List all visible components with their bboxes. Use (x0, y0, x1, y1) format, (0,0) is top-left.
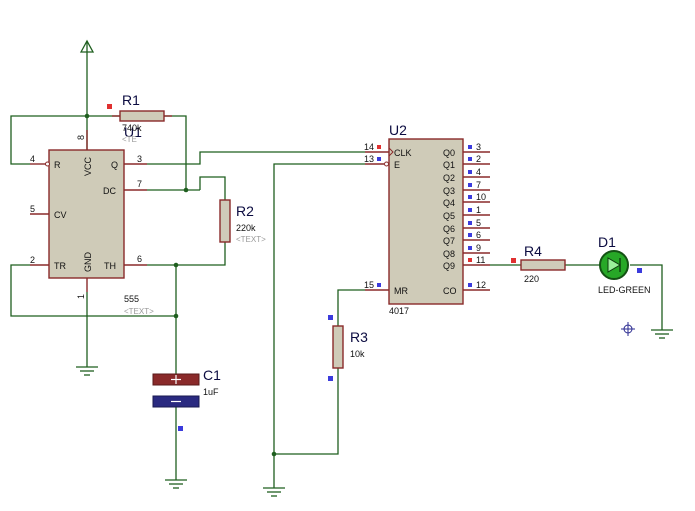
r4-value-label: 220 (524, 274, 539, 284)
u2-pin-q2-label: Q2 (443, 173, 455, 183)
u2-right-pins (463, 145, 490, 291)
u2-pin-q8-label: Q8 (443, 249, 455, 259)
u1-pin-number-3: 3 (137, 154, 142, 164)
u2-pin-q9-label: Q9 (443, 261, 455, 271)
u1-pin-number-8: 8 (76, 135, 86, 140)
r4-resistor[interactable]: R4 220 (511, 243, 566, 284)
c1-ref-label: C1 (203, 367, 221, 383)
u2-pin-q0-label: Q0 (443, 148, 455, 158)
ground-icon (263, 487, 285, 497)
u2-pin-number-11: 11 (476, 255, 485, 265)
u1-pin-number-1: 1 (76, 294, 86, 299)
r1-text-placeholder: <TE (122, 135, 137, 144)
u1-pin-cv-label: CV (54, 210, 67, 220)
u2-pin-clk-label: CLK (394, 148, 412, 158)
u1-pin-number-5: 5 (30, 204, 35, 214)
d1-led[interactable]: D1 LED-GREEN (598, 234, 651, 295)
u1-pin-dc-label: DC (103, 186, 116, 196)
u2-pin-number-10: 10 (476, 192, 486, 202)
u2-ref-label: U2 (389, 122, 407, 138)
u2-pin-e-label: E (394, 160, 400, 170)
u2-pin-number-14: 14 (364, 142, 374, 152)
u2-pin-number-6: 6 (476, 230, 481, 240)
u2-pin-q4-label: Q4 (443, 198, 455, 208)
u2-pin-mr-label: MR (394, 286, 408, 296)
u1-text-placeholder: <TEXT> (124, 307, 154, 316)
u2-pin-number-9: 9 (476, 243, 481, 253)
u2-pin-number-3: 3 (476, 142, 481, 152)
c1-capacitor[interactable]: C1 1uF (152, 367, 221, 431)
u2-pin-number-4: 4 (476, 167, 481, 177)
junction-dots (84, 113, 277, 457)
r3-ref-label: R3 (350, 329, 368, 345)
ground-icon (165, 479, 187, 489)
ground-icon (76, 366, 98, 376)
u1-pin-number-4: 4 (30, 154, 35, 164)
r4-ref-label: R4 (524, 243, 542, 259)
r1-resistor[interactable]: R1 740k <TE (107, 92, 172, 144)
u1-pin-vcc-label: VCC (83, 156, 93, 176)
u2-pin-number-15: 15 (364, 280, 374, 290)
r2-resistor[interactable]: R2 220k <TEXT> (219, 199, 266, 244)
r3-value-label: 10k (350, 349, 365, 359)
power-terminal-icon[interactable] (79, 39, 95, 53)
crosshair-icon[interactable] (621, 322, 635, 336)
u2-pin-number-1: 1 (476, 205, 481, 215)
u1-pin-number-7: 7 (137, 179, 142, 189)
u2-pin-q7-label: Q7 (443, 236, 455, 246)
r1-value-label: 740k (122, 123, 142, 133)
r2-ref-label: R2 (236, 203, 254, 219)
u1-pin-number-2: 2 (30, 255, 35, 265)
u2-pin-number-12: 12 (476, 280, 486, 290)
d1-ref-label: D1 (598, 234, 616, 250)
u2-pin-number-7: 7 (476, 180, 481, 190)
u2-pin-co-label: CO (443, 286, 457, 296)
u1-ref-label: U1 (124, 124, 142, 140)
c1-value-label: 1uF (203, 387, 219, 397)
u1-pin-gnd-label: GND (83, 252, 93, 273)
u2-pin-number-2: 2 (476, 154, 481, 164)
ground-icon (651, 329, 673, 339)
u2-pin-q1-label: Q1 (443, 160, 455, 170)
r2-text-placeholder: <TEXT> (236, 235, 266, 244)
u1-pin-q-label: Q (111, 160, 118, 170)
u1-pin-th-label: TH (104, 261, 116, 271)
u2-4017-counter[interactable]: CLK E MR 14 13 15 (364, 122, 490, 316)
r1-ref-label: R1 (122, 92, 140, 108)
u2-pin-q5-label: Q5 (443, 211, 455, 221)
u2-pin-number-13: 13 (364, 154, 374, 164)
d1-value-label: LED-GREEN (598, 285, 651, 295)
u1-pin-number-6: 6 (137, 254, 142, 264)
u2-pin-q3-label: Q3 (443, 186, 455, 196)
u1-555-timer[interactable]: R Q DC CV TR TH VCC GND 4 3 7 5 2 6 8 1 … (30, 124, 154, 316)
r3-resistor[interactable]: R3 10k (328, 315, 368, 381)
u2-pin-q6-label: Q6 (443, 224, 455, 234)
u2-pin-number-5: 5 (476, 218, 481, 228)
u2-value-label: 4017 (389, 306, 409, 316)
u1-pin-tr-label: TR (54, 261, 66, 271)
u1-value-label: 555 (124, 294, 139, 304)
u1-pin-r-label: R (54, 160, 61, 170)
r2-value-label: 220k (236, 223, 256, 233)
